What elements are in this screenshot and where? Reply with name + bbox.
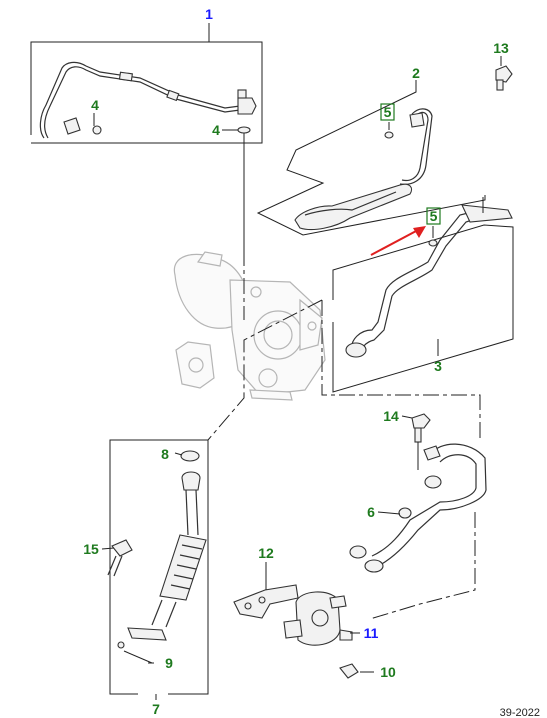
callout-9: 9 <box>165 655 173 671</box>
figure-reference: 39-2022 <box>500 707 540 718</box>
callout-5-lower-label: 5 <box>430 208 438 224</box>
callout-8: 8 <box>161 446 169 462</box>
group-3-coolant-hose <box>332 204 514 393</box>
callout-6: 6 <box>367 504 375 520</box>
leader-lines <box>93 56 502 673</box>
group-2-coolant-pipe <box>256 82 486 236</box>
callout-5-upper: 5 <box>380 103 395 121</box>
callout-4-lower: 4 <box>212 122 220 138</box>
callout-2: 2 <box>412 65 420 81</box>
callout-12: 12 <box>258 545 274 561</box>
callout-3: 3 <box>434 358 442 374</box>
callout-5-lower: 5 <box>426 207 441 225</box>
callout-10: 10 <box>380 664 396 680</box>
group-6-coolant-hose <box>349 443 487 573</box>
assembly-dashed-lines <box>207 197 484 620</box>
callout-5-upper-label: 5 <box>384 104 392 120</box>
group-7-return-pipe <box>109 439 209 700</box>
callout-14: 14 <box>383 408 399 424</box>
callout-7: 7 <box>152 701 160 717</box>
callout-13: 13 <box>493 40 509 56</box>
callout-15: 15 <box>83 541 99 557</box>
callout-4-upper: 4 <box>91 97 99 113</box>
red-indicator-arrow <box>370 226 426 256</box>
group-1-oil-feed-pipe <box>30 23 263 250</box>
callout-1: 1 <box>205 6 213 22</box>
bracket-and-outlet <box>233 584 353 646</box>
callout-11: 11 <box>364 625 379 641</box>
fasteners <box>107 65 513 679</box>
turbocharger-ghost <box>173 251 326 401</box>
